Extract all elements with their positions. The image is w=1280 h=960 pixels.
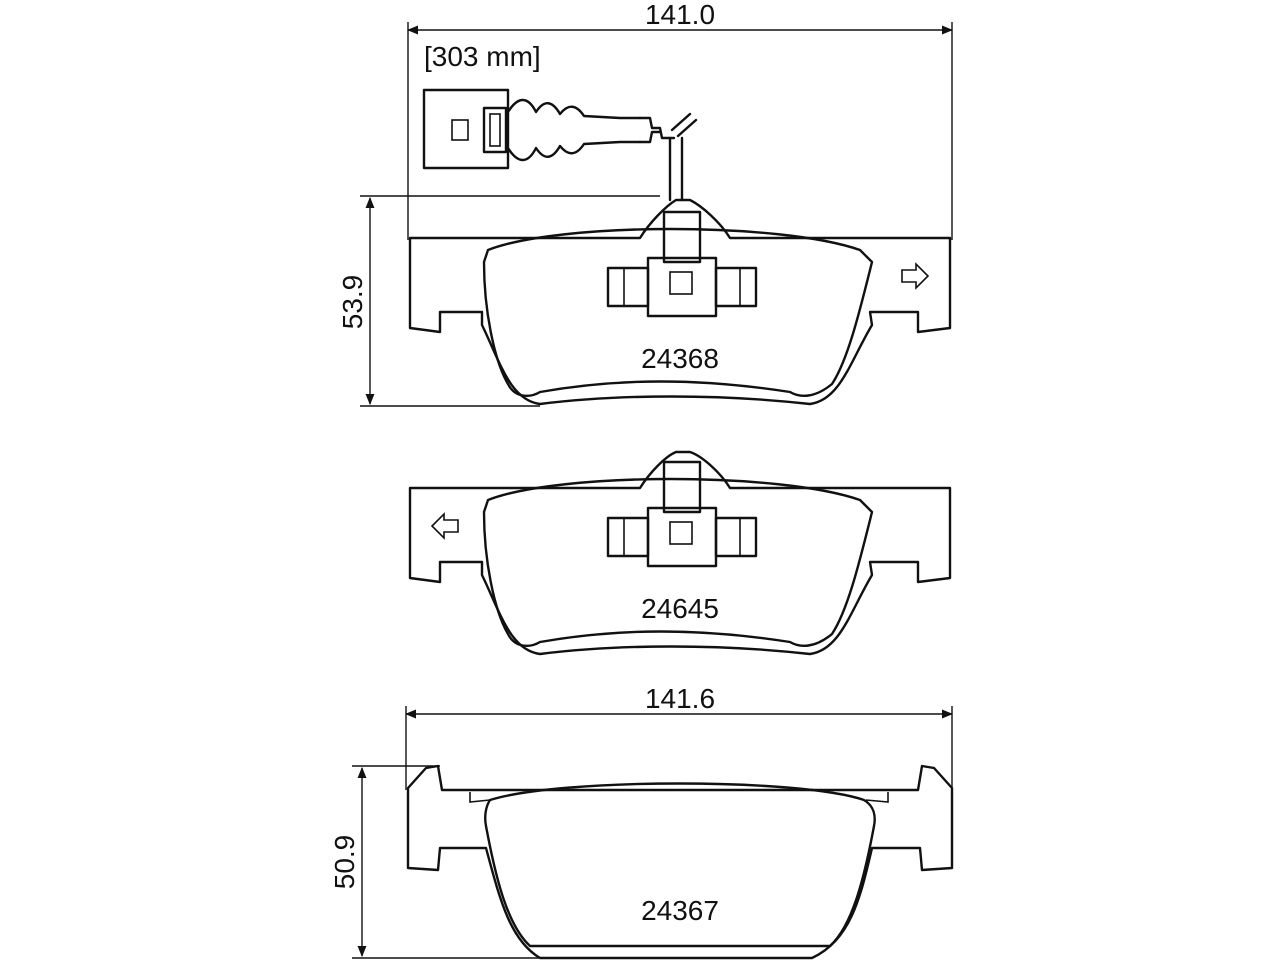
pad2-backplate [408,450,952,656]
pad3-part-number: 24367 [641,895,719,926]
pad1-clip [606,210,758,318]
dimension-bottom-width: 141.6 [404,683,954,790]
pad2-friction-surface [482,477,874,647]
pad2-part-number: 24645 [641,593,719,624]
pad2-clip [606,460,758,568]
pad1-backplate [408,198,952,406]
connector-body [422,88,510,170]
dimension-top-width: 141.0 [406,0,954,240]
pad1-friction-surface [482,227,874,397]
brake-pad-24645: 24645 [408,450,952,656]
dimension-pad1-height: 53.9 [337,195,660,407]
pad3-backplate [406,764,954,960]
pad3-friction-surface [484,782,876,948]
brake-pad-24368: 24368 [408,198,952,406]
pad2-direction-arrow-icon [430,512,459,540]
wear-sensor: [303 mm] [422,41,698,202]
top-width-label: 141.0 [645,0,715,30]
pad1-height-label: 53.9 [337,275,368,330]
pad1-direction-arrow-icon [901,262,930,290]
pad1-part-number: 24368 [641,343,719,374]
brake-pad-24367: 24367 [406,764,954,960]
cable-length-label: [303 mm] [424,41,541,72]
pad3-height-label: 50.9 [329,835,360,890]
dimension-pad3-height: 50.9 [329,765,540,959]
bottom-width-label: 141.6 [645,683,715,714]
